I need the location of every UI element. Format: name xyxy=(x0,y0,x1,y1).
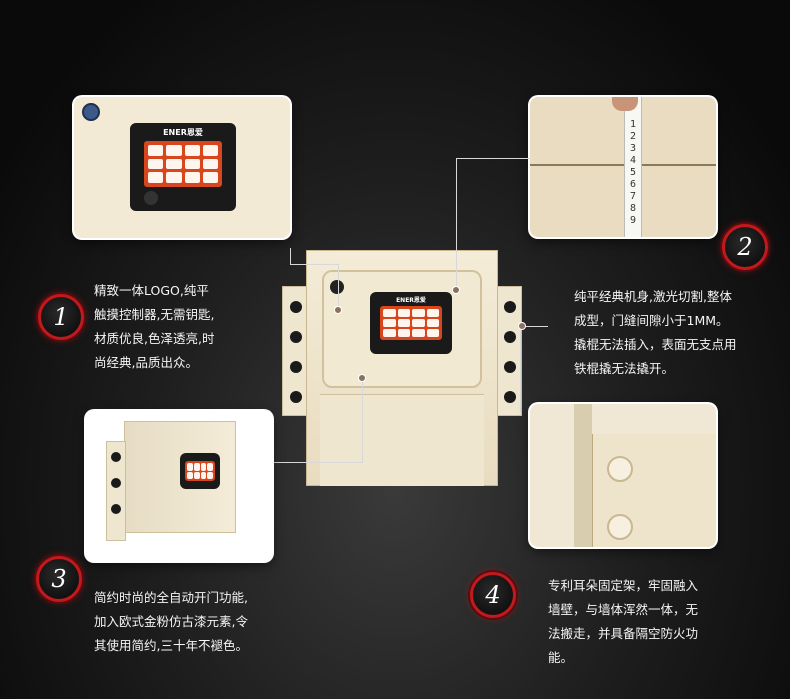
feature-caption-1: 精致一体LOGO,纯平 触摸控制器,无需钥匙, 材质优良,色泽透亮,时 尚经典,… xyxy=(94,283,215,370)
leader-line-4 xyxy=(520,326,521,412)
feature-badge-2: 2 xyxy=(722,224,768,270)
photo-door-gap: 1 2 3 4 5 6 7 8 9 xyxy=(530,97,716,237)
tape-digits: 1 2 3 4 5 6 7 8 9 xyxy=(629,119,637,226)
leader-line-3b xyxy=(362,380,363,463)
bracket-hole xyxy=(607,514,633,540)
safe-lower-box xyxy=(320,394,484,486)
bracket-hole xyxy=(607,456,633,482)
fingerprint-sensor xyxy=(144,191,158,205)
touch-keypad xyxy=(380,306,442,340)
right-mounting-bracket xyxy=(496,286,522,416)
callout-dot-3 xyxy=(358,374,366,382)
touch-keypad xyxy=(144,141,222,187)
logo-emblem xyxy=(330,280,344,294)
leader-line-1 xyxy=(290,248,291,264)
callout-dot-2 xyxy=(452,286,460,294)
left-mounting-bracket xyxy=(106,441,126,541)
photo-keypad-closeup: ENER恩爱 xyxy=(74,97,290,238)
touch-keypad xyxy=(185,461,215,481)
control-panel xyxy=(180,453,220,489)
leader-line-1c xyxy=(338,264,339,310)
feature-caption-2: 纯平经典机身,激光切割,整体 成型，门缝间隙小于1MM。 撬棍无法插入，表面无支… xyxy=(574,289,737,376)
safe-product: ENER恩爱 xyxy=(278,248,528,488)
feature-badge-1: 1 xyxy=(38,294,84,340)
photo-safe-angled xyxy=(86,411,272,561)
leader-line-4b xyxy=(520,326,548,327)
control-panel: ENER恩爱 xyxy=(130,123,236,211)
logo-emblem xyxy=(82,103,100,121)
brand-label: ENER恩爱 xyxy=(163,128,203,137)
leader-line-2 xyxy=(456,158,530,159)
safe-door: ENER恩爱 xyxy=(322,270,482,388)
left-mounting-bracket xyxy=(282,286,308,416)
callout-dot-4 xyxy=(518,322,526,330)
door-seam-line xyxy=(530,164,716,166)
callout-dot-1 xyxy=(334,306,342,314)
photo-bracket-closeup xyxy=(530,404,716,547)
leader-line-2b xyxy=(456,158,457,288)
feature-badge-4: 4 xyxy=(470,572,516,618)
feature-caption-3: 简约时尚的全自动开门功能, 加入欧式金粉仿古漆元素,令 其使用简约,三十年不褪色… xyxy=(94,590,248,653)
leader-line-1b xyxy=(290,264,338,265)
bracket-edge xyxy=(574,404,592,547)
tape-measure: 1 2 3 4 5 6 7 8 9 xyxy=(624,97,642,237)
brand-label: ENER恩爱 xyxy=(396,297,426,304)
bracket-plate xyxy=(592,434,716,547)
finger xyxy=(612,97,638,111)
control-panel: ENER恩爱 xyxy=(370,292,452,354)
leader-line-3 xyxy=(272,462,362,463)
feature-badge-3: 3 xyxy=(36,556,82,602)
feature-caption-4: 专利耳朵固定架，牢固融入 墙壁，与墙体浑然一体，无 法搬走，并具备隔空防火功 能… xyxy=(548,578,699,665)
